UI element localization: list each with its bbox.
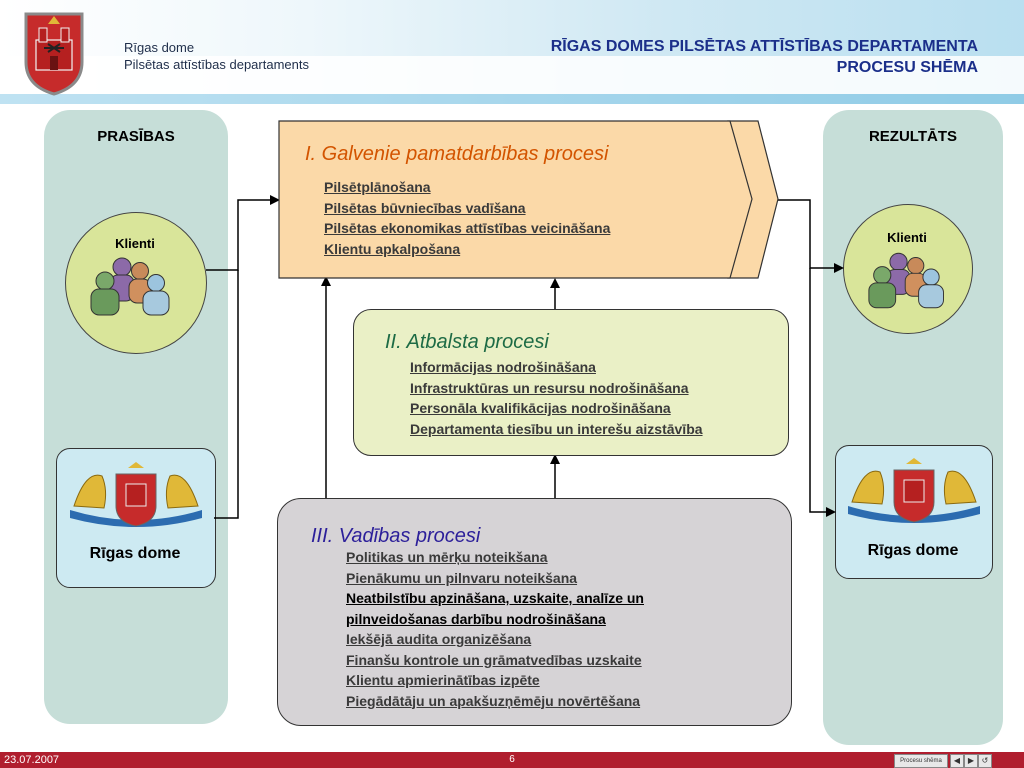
footer-page-number: 6: [509, 754, 515, 765]
title-line-1: RĪGAS DOMES PILSĒTAS ATTĪSTĪBAS DEPARTAM…: [550, 38, 978, 55]
org-department: Pilsētas attīstības departaments: [124, 57, 309, 72]
main-process-shape: [278, 120, 779, 279]
management-process-item[interactable]: pilnveidošanas darbību nodrošināšana: [346, 610, 606, 627]
management-process-item[interactable]: Iekšējā audita organizēšana: [346, 631, 532, 647]
main-process-item[interactable]: Klientu apkalpošana: [324, 240, 461, 257]
support-process-item[interactable]: Departamenta tiesību un interešu aizstāv…: [410, 420, 703, 437]
footer-date: 23.07.2007: [4, 754, 60, 766]
footer-bar: [0, 752, 1024, 768]
management-process-title: III. Vadības procesi: [311, 525, 481, 547]
page-title: RĪGAS DOMES PILSĒTAS ATTĪSTĪBAS DEPARTAM…: [418, 36, 978, 78]
management-process-item[interactable]: Pienākumu un pilnvaru noteikšana: [346, 569, 578, 586]
support-process-item[interactable]: Infrastruktūras un resursu nodrošināšana: [410, 379, 689, 396]
management-process-list: Politikas un mērķu noteikšana Pienākumu …: [346, 547, 644, 711]
main-process-item[interactable]: Pilsētas ekonomikas attīstības veicināša…: [324, 220, 611, 236]
riga-council-label-right: Rīgas dome: [867, 542, 959, 559]
header-white-band: [0, 56, 1024, 96]
management-process-item[interactable]: Politikas un mērķu noteikšana: [346, 549, 548, 565]
support-process-box: [353, 309, 789, 456]
nav-return-icon[interactable]: ↺: [978, 754, 992, 768]
riga-coat-of-arms-icon: [24, 12, 84, 96]
riga-great-arms-icon: [70, 462, 202, 527]
management-process-item[interactable]: Neatbilstību apzināšana, uzskaite, analī…: [346, 590, 644, 606]
support-process-item[interactable]: Informācijas nodrošināšana: [410, 359, 596, 375]
results-title: REZULTĀTS: [868, 128, 958, 145]
people-group-icon: [868, 252, 944, 309]
people-group-icon: [90, 257, 170, 316]
management-process-item[interactable]: Finanšu kontrole un grāmatvedības uzskai…: [346, 651, 642, 668]
main-process-title: I. Galvenie pamatdarbības procesi: [305, 143, 609, 165]
main-process-item[interactable]: Pilsētas būvniecības vadīšana: [324, 199, 526, 216]
header-stripe: [0, 94, 1024, 104]
main-process-list: Pilsētplānošana Pilsētas būvniecības vad…: [324, 177, 610, 259]
support-process-title: II. Atbalsta procesi: [385, 331, 549, 353]
support-process-item[interactable]: Personāla kvalifikācijas nodrošināšana: [410, 400, 671, 416]
clients-label-left: Klienti: [115, 236, 155, 251]
management-process-box: [277, 498, 792, 726]
riga-great-arms-icon: [848, 458, 980, 523]
nav-section-label[interactable]: Procesu shēma: [894, 754, 948, 768]
org-name: Rīgas dome: [124, 40, 195, 55]
clients-label-right: Klienti: [887, 230, 927, 245]
title-line-2: PROCESU SHĒMA: [836, 59, 978, 76]
nav-prev-icon[interactable]: ◀: [950, 754, 964, 768]
main-process-item[interactable]: Pilsētplānošana: [324, 179, 431, 195]
nav-next-icon[interactable]: ▶: [964, 754, 978, 768]
riga-council-label-left: Rīgas dome: [89, 545, 181, 562]
management-process-item[interactable]: Klientu apmierinātības izpēte: [346, 672, 540, 688]
management-process-item[interactable]: Piegādātāju un apakšuzņēmēju novērtēšana: [346, 692, 641, 709]
requirements-title: PRASĪBAS: [97, 128, 175, 145]
support-process-list: Informācijas nodrošināšana Infrastruktūr…: [410, 357, 703, 439]
